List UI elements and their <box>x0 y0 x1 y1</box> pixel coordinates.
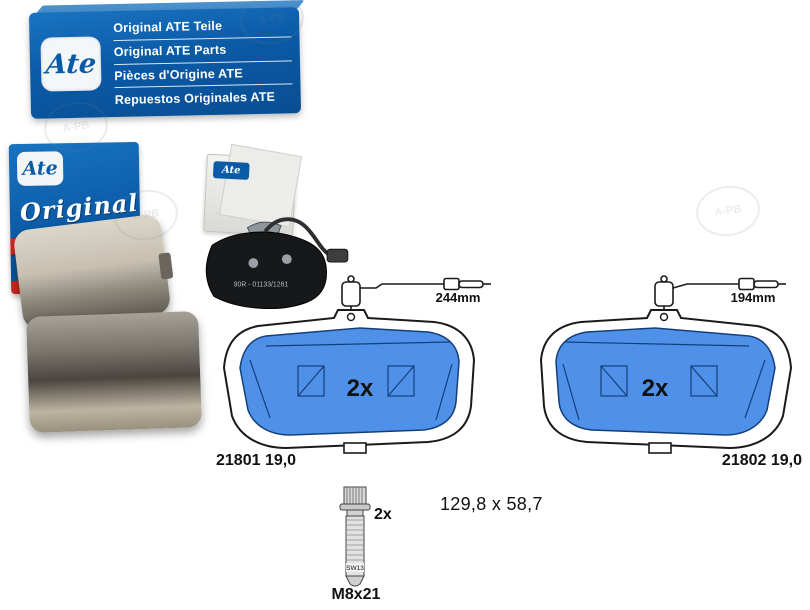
part-number-right: 21802 19,0 <box>721 452 802 469</box>
bolt-flange <box>339 503 371 511</box>
pad-bottom-lug <box>648 442 672 454</box>
pad-detail-lines <box>249 341 453 421</box>
pad-bottom-lug <box>343 442 367 454</box>
pad-outline-group <box>539 309 793 454</box>
sensor-length-label: 244mm <box>436 290 481 305</box>
brake-pad-photo-with-sensor: 90R - 01133/1261 <box>205 217 349 310</box>
watermark: A-PB <box>692 181 764 241</box>
pad-friction-surface <box>555 327 776 436</box>
leaflet-ate-label-text: Ate <box>221 164 241 177</box>
brake-pad-diagram-right: 194mm 2x <box>539 275 793 454</box>
brake-pad-photo-bottom <box>26 311 202 433</box>
part-number-left: 21801 19,0 <box>216 452 297 469</box>
pad-friction-surface <box>239 327 460 436</box>
bolt-label-bg <box>346 563 364 572</box>
bolt-qty-label: 2x <box>374 506 392 523</box>
ate-logo: Ate <box>40 36 102 92</box>
pad-outline-group <box>222 309 476 454</box>
sensor-plug <box>326 248 349 263</box>
bolt-thread-lines <box>346 519 364 561</box>
leaflet-ate-label: Ate <box>212 161 250 180</box>
bolt-collar <box>346 509 364 517</box>
bolt-wrench-size: SW13 <box>346 565 364 572</box>
wear-sensor-drawing <box>341 275 491 314</box>
wear-sensor-drawing <box>654 275 786 314</box>
sensor-mount-hole <box>346 312 356 322</box>
pad-rivet-icon <box>248 258 259 268</box>
pad-detail-lines <box>562 341 766 421</box>
ate-logo-text: Ate <box>44 47 98 81</box>
pad-qty-label: 2x <box>642 375 669 402</box>
carton-line-es: Repuestos Originales ATE <box>114 89 276 107</box>
guide-bolt-drawing: SW13 <box>339 486 371 587</box>
bolt-tip <box>345 575 365 587</box>
ate-logo-small-text: Ate <box>22 157 58 180</box>
pad-rivet-icon <box>281 254 292 265</box>
brake-pad-diagram-left: 244mm 2x <box>222 275 491 454</box>
pad-qty-label: 2x <box>347 375 374 402</box>
sensor-mount-hole <box>659 312 669 322</box>
sensor-length-label: 194mm <box>731 290 776 305</box>
bolt-size-label: M8x21 <box>331 586 381 603</box>
pad-approval-text: 90R - 01133/1261 <box>234 282 289 289</box>
pad-dimensions-label: 129,8 x 58,7 <box>440 494 543 514</box>
sensor-wire <box>263 217 332 257</box>
bolt-knurl-lines <box>346 487 363 504</box>
pad-body <box>205 231 328 310</box>
ate-logo-small: Ate <box>16 151 64 186</box>
